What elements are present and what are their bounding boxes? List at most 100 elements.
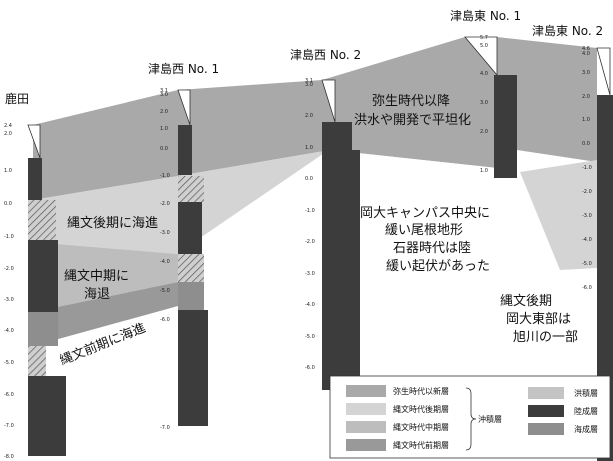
depth-tick-label: -4.0 [305, 302, 315, 308]
depth-tick-label: 2.0 [582, 94, 590, 100]
band-yayoi [33, 37, 597, 200]
site-label-kashima: 鹿田 [5, 91, 29, 106]
legend-group-label: 沖積層 [478, 414, 502, 424]
depth-tick-label: -2.0 [305, 239, 315, 245]
depth-tick-label: -7.0 [160, 425, 170, 431]
annotation-east-3: 旭川の一部 [513, 330, 578, 345]
depth-tick-label: 3.0 [582, 70, 590, 76]
site-label-tsushima-east-2: 津島東 No. 2 [532, 23, 603, 38]
layer-hatched [28, 200, 56, 240]
depth-tick-label: 0.0 [582, 141, 590, 147]
depth-tick-label: 5.0 [480, 43, 488, 49]
depth-tick-label: 3.1 [160, 88, 168, 94]
layer-terrestrial [597, 95, 613, 461]
depth-tick-label: -6.0 [160, 317, 170, 323]
depth-tick-label: -5.0 [582, 261, 592, 267]
legend-label-jomon-late: 縄文時代後期層 [393, 404, 449, 414]
depth-tick-label: -6.0 [582, 285, 592, 291]
layer-terrestrial [494, 75, 517, 178]
depth-tick-label: -3.0 [160, 230, 170, 236]
column-top-wedge [321, 79, 336, 123]
depth-tick-label: 2.4 [4, 123, 12, 129]
layer-terrestrial [28, 376, 66, 456]
legend-label-jomon-mid: 縄文時代中期層 [393, 422, 449, 432]
depth-tick-label: 3.0 [160, 92, 168, 98]
legend-label-yayoi: 弥生時代以新層 [393, 386, 449, 396]
annotation-jomon-mid-2: 海退 [84, 287, 110, 302]
column-kashima [27, 124, 66, 456]
legend-swatch-jomon-mid [346, 421, 386, 433]
legend-label-jomon-early: 縄文時代前期層 [393, 440, 449, 450]
depth-tick-label: 1.0 [305, 145, 313, 151]
legend-brace [465, 387, 477, 451]
layer-terrestrial [322, 150, 360, 390]
annotation-east-1: 縄文後期 [500, 294, 552, 309]
column-tsushima-east-2 [596, 47, 613, 461]
layer-hatched [28, 346, 46, 376]
depth-tick-label: -2.0 [160, 201, 170, 207]
legend-swatch-marine [528, 423, 564, 435]
depth-tick-label: 4.6 [582, 46, 590, 52]
depth-tick-label: -2.0 [4, 266, 14, 272]
legend-swatch-jomon-late [346, 403, 386, 415]
depth-tick-label: -1.0 [4, 234, 14, 240]
band-jomon-mid [33, 242, 178, 312]
depth-tick-label: -5.0 [160, 288, 170, 294]
depth-tick-label: -5.0 [305, 334, 315, 340]
depth-tick-label: 3.0 [305, 82, 313, 88]
depth-tick-label: -2.0 [582, 189, 592, 195]
depth-tick-label: -3.0 [305, 271, 315, 277]
layer-marine [178, 282, 204, 310]
depth-tick-label: -8.0 [4, 454, 14, 460]
depth-tick-label: 4.0 [582, 51, 590, 57]
layer-terrestrial [178, 310, 208, 426]
depth-tick-label: 2.0 [480, 129, 488, 135]
depth-tick-label: 3.0 [480, 100, 488, 106]
layer-terrestrial [28, 158, 42, 200]
legend-label-marine: 海成層 [574, 424, 598, 434]
column-top-wedge [596, 47, 611, 96]
band-yayoi-campus-gap [330, 150, 497, 180]
site-label-tsushima-west-2: 津島西 No. 2 [290, 47, 361, 62]
annotation-jomon-late: 縄文後期に海進 [67, 216, 158, 231]
depth-tick-label: 2.0 [160, 109, 168, 115]
depth-tick-label: -6.0 [305, 365, 315, 371]
layer-marine [28, 312, 58, 346]
depth-tick-label: -4.0 [582, 237, 592, 243]
depth-tick-label: 1.0 [582, 117, 590, 123]
legend-swatch-diluvial [528, 387, 564, 399]
annotation-yayoi-1: 弥生時代以降 [372, 93, 450, 109]
depth-tick-label: -7.0 [4, 423, 14, 429]
depth-tick-label: -1.0 [582, 165, 592, 171]
layer-terrestrial [178, 125, 192, 175]
column-tsushima-west-2 [321, 79, 360, 390]
annotation-jomon-mid-1: 縄文中期に [64, 269, 129, 284]
band-line-1 [177, 149, 331, 255]
layer-terrestrial [28, 240, 58, 312]
legend-swatch-yayoi [346, 385, 386, 397]
layer-hatched [178, 176, 204, 202]
legend-swatch-jomon-early [346, 439, 386, 451]
band-jomon-early [33, 282, 178, 346]
legend-label-terrestrial: 陸成層 [574, 406, 598, 416]
column-tsushima-east-1 [464, 36, 517, 178]
site-label-tsushima-east-1: 津島東 No. 1 [450, 8, 521, 23]
depth-tick-label: 5.7 [480, 35, 488, 41]
depth-tick-label: -4.0 [4, 328, 14, 334]
depth-tick-label: 1.0 [160, 126, 168, 132]
depth-tick-label: 4.0 [480, 71, 488, 77]
column-tsushima-west-1 [177, 89, 208, 426]
annotation-campus-3: 石器時代は陸 [393, 240, 471, 256]
depth-tick-label: -1.0 [160, 173, 170, 179]
depth-tick-label: -6.0 [4, 392, 14, 398]
depth-tick-label: -4.0 [160, 259, 170, 265]
depth-tick-label: 0.0 [305, 176, 313, 182]
depth-tick-label: -1.0 [305, 208, 315, 214]
annotation-yayoi-2: 洪水や開発で平坦化 [354, 113, 471, 128]
depth-tick-label: 0.0 [4, 201, 12, 207]
site-label-tsushima-west-1: 津島西 No. 1 [148, 61, 219, 76]
depth-tick-label: 3.1 [305, 78, 313, 84]
legend-swatch-terrestrial [528, 405, 564, 417]
column-top-wedge [177, 89, 191, 126]
